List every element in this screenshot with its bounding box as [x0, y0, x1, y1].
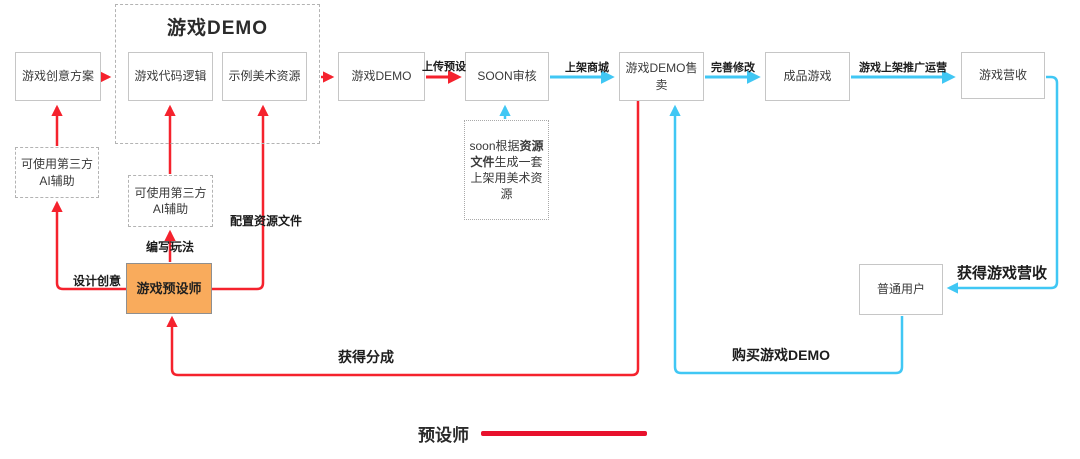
node-preset-designer: 游戏预设师: [126, 263, 212, 314]
label-get-revenue: 获得游戏营收: [956, 265, 1048, 282]
node-sample-art: 示例美术资源: [222, 52, 307, 101]
node-game-demo: 游戏DEMO: [338, 52, 425, 101]
soon-note-text: soon根据资源文件生成一套上架用美术资源: [469, 138, 544, 202]
label-promote: 游戏上架推广运营: [859, 62, 947, 74]
edge-get-revenue: [946, 75, 1059, 294]
label-write-gameplay: 编写玩法: [145, 240, 195, 254]
node-ai-assist-2: 可使用第三方AI辅助: [128, 175, 213, 227]
edge-buy-demo: [669, 104, 904, 375]
demo-group-title: 游戏DEMO: [166, 18, 268, 39]
node-game-revenue: 游戏营收: [961, 52, 1045, 99]
demo-group-container: 游戏DEMO: [115, 4, 320, 144]
label-list-store: 上架商城: [565, 62, 609, 74]
label-buy-demo: 购买游戏DEMO: [732, 347, 830, 363]
node-soon-review: SOON审核: [465, 52, 549, 101]
node-ai-assist-1: 可使用第三方AI辅助: [15, 147, 99, 198]
node-demo-sale: 游戏DEMO售卖: [619, 52, 704, 101]
node-soon-note: soon根据资源文件生成一套上架用美术资源: [464, 120, 549, 220]
node-game-code: 游戏代码逻辑: [128, 52, 213, 101]
label-design-idea: 设计创意: [72, 274, 122, 288]
node-finished-game: 成品游戏: [765, 52, 850, 101]
label-upload-preset: 上传预设: [422, 61, 466, 73]
legend-label: 预设师: [418, 426, 469, 445]
node-normal-user: 普通用户: [859, 264, 943, 315]
label-improve: 完善修改: [711, 62, 755, 74]
legend-red-line: [481, 431, 647, 436]
node-game-idea: 游戏创意方案: [15, 52, 101, 101]
label-config-resource: 配置资源文件: [229, 214, 303, 228]
label-get-share: 获得分成: [338, 349, 394, 365]
legend: 预设师: [418, 421, 647, 446]
